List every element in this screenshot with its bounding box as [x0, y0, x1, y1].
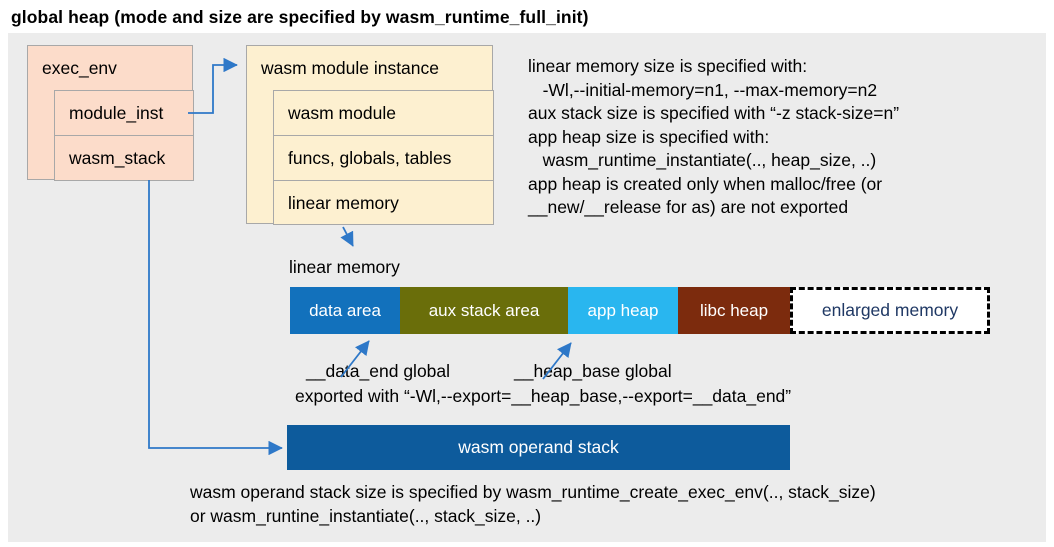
linear-memory-bar-title: linear memory: [289, 257, 400, 277]
segment-enlarged-memory: enlarged memory: [790, 287, 990, 334]
wasm-module-label: wasm module: [288, 103, 396, 123]
module-instance-label: wasm module instance: [261, 58, 439, 78]
note-line: wasm operand stack size is specified by …: [190, 482, 876, 502]
heap-base-global-label: __heap_base global: [514, 361, 672, 381]
note-line: linear memory size is specified with:: [528, 56, 808, 76]
note-line: or wasm_runtine_instantiate(.., stack_si…: [190, 505, 542, 526]
segment-libc-heap: libc heap: [678, 287, 790, 334]
exec-env-field-module-inst: module_inst: [54, 90, 194, 136]
data-end-global-label: __data_end global: [306, 361, 451, 381]
exec-env-label: exec_env: [42, 58, 117, 78]
segment-app-heap: app heap: [568, 287, 678, 334]
wasm-stack-label: wasm_stack: [69, 148, 166, 168]
segment-enlarged-memory-label: enlarged memory: [821, 300, 959, 320]
module-instance-field-wasm-module: wasm module: [273, 90, 494, 136]
segment-libc-heap-label: libc heap: [699, 300, 769, 320]
segment-data-area-label: data area: [309, 300, 381, 320]
exec-env-box: exec_env module_inst wasm_stack: [27, 45, 194, 181]
linear-memory-field-label: linear memory: [288, 193, 399, 213]
note-line: app heap is created only when malloc/fre…: [528, 173, 883, 194]
export-flags-label: exported with “-Wl,--export=__heap_base,…: [295, 386, 792, 406]
segment-data-area: data area: [290, 287, 400, 334]
module-instance-box: wasm module instance wasm module funcs, …: [246, 45, 494, 225]
note-line: -Wl,--initial-memory=n1, --max-memory=n2: [528, 79, 878, 100]
segment-aux-stack-area-label: aux stack area: [428, 300, 540, 320]
operand-stack-notes: wasm operand stack size is specified by …: [190, 481, 876, 528]
module-instance-field-funcs-globals-tables: funcs, globals, tables: [273, 135, 494, 181]
note-line: app heap size is specified with:: [528, 126, 770, 147]
exec-env-field-wasm-stack: wasm_stack: [54, 135, 194, 181]
note-line: aux stack size is specified with “-z sta…: [528, 103, 900, 123]
memory-size-notes: linear memory size is specified with: -W…: [528, 55, 899, 220]
note-line: wasm_runtime_instantiate(.., heap_size, …: [528, 150, 877, 170]
wasm-operand-stack-label: wasm operand stack: [458, 437, 619, 457]
wasm-operand-stack-bar: wasm operand stack: [287, 425, 790, 470]
module-instance-field-linear-memory: linear memory: [273, 180, 494, 225]
funcs-globals-tables-label: funcs, globals, tables: [288, 148, 452, 168]
module-inst-label: module_inst: [69, 103, 164, 123]
note-line: __new/__release for as) are not exported: [528, 197, 849, 217]
segment-app-heap-label: app heap: [587, 300, 659, 320]
diagram-title: global heap (mode and size are specified…: [11, 7, 589, 27]
segment-aux-stack-area: aux stack area: [400, 287, 568, 334]
